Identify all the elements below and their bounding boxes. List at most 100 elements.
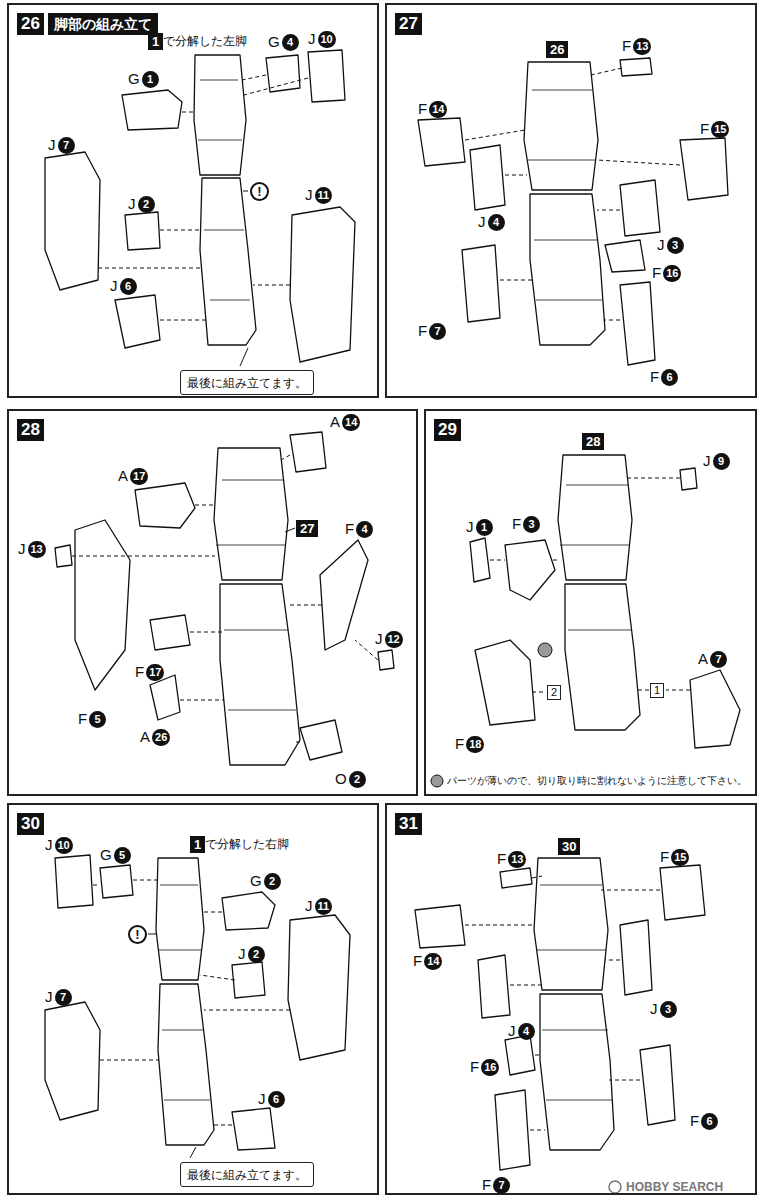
assembly-line: [200, 80, 238, 81]
part-outline: [290, 207, 355, 362]
part-number: 7: [493, 1177, 510, 1194]
part-number: 13: [28, 541, 46, 558]
part-outline: [620, 58, 652, 76]
part-label: G4: [268, 33, 299, 51]
assembly-line: [536, 300, 602, 301]
step-header: 29: [434, 419, 461, 441]
part-label: J2: [128, 195, 155, 213]
step-figure: [45, 50, 355, 366]
assembly-line: [204, 230, 244, 231]
part-label: F13: [622, 37, 651, 55]
part-outline: [505, 540, 555, 600]
part-number: 16: [481, 1059, 499, 1076]
part-label: F7: [482, 1176, 510, 1194]
part-outline: [660, 865, 705, 920]
assembly-line: [253, 285, 290, 286]
part-number: 12: [385, 631, 403, 648]
caution-mark: !: [128, 925, 147, 944]
assembly-line: [553, 560, 560, 561]
part-label: J7: [45, 988, 72, 1006]
part-outline: [462, 245, 500, 322]
reference-number: 26: [546, 41, 568, 58]
assembly-line: [216, 545, 286, 546]
part-label: F13: [497, 850, 526, 868]
assembly-line: [597, 210, 620, 211]
assembly-line: [510, 985, 541, 986]
part-outline: [524, 62, 598, 190]
source-note: で分解した左脚: [163, 33, 247, 50]
assembly-line: [535, 1055, 542, 1056]
part-outline: [308, 50, 345, 102]
part-number: 9: [713, 453, 730, 470]
assembly-line: [532, 90, 592, 91]
step-panel: 28: [7, 409, 418, 796]
assembly-line: [568, 630, 632, 631]
assembly-line: [243, 191, 248, 192]
step-figure: [431, 455, 740, 787]
part-outline: [534, 858, 608, 990]
part-label: F17: [135, 663, 164, 681]
part-label: F6: [650, 368, 678, 386]
part-number: 2: [349, 771, 366, 788]
part-label: F5: [78, 710, 106, 728]
part-outline: [558, 455, 632, 580]
part-outline: [122, 90, 182, 130]
step-number: 30: [17, 813, 44, 835]
part-label: F14: [418, 100, 447, 118]
assembly-line: [160, 885, 198, 886]
step-number: 28: [17, 419, 44, 441]
part-number: 6: [661, 369, 678, 386]
part-label: F18: [455, 735, 484, 753]
part-number: 14: [424, 953, 442, 970]
caution-mark: !: [250, 182, 269, 201]
part-label: J1: [466, 518, 493, 536]
assembly-line: [534, 240, 598, 241]
part-label: J11: [305, 897, 332, 915]
assembly-line: [198, 140, 242, 141]
order-number: 1: [650, 683, 664, 698]
reference-number: 28: [582, 433, 604, 450]
part-outline: [680, 468, 697, 490]
part-outline: [415, 905, 465, 948]
assembly-line: [210, 300, 250, 301]
part-number: 13: [508, 851, 526, 868]
assembly-line: [204, 1010, 290, 1011]
assembly-line: [100, 1060, 159, 1061]
assembly-line: [180, 700, 224, 701]
part-label: G2: [250, 872, 281, 890]
part-number: 4: [488, 214, 505, 231]
assembly-line: [591, 68, 622, 75]
part-label: A14: [330, 413, 360, 431]
part-outline: [540, 994, 614, 1150]
mark-icon: [538, 643, 552, 657]
assembly-line: [228, 710, 296, 711]
part-outline: [690, 670, 740, 748]
part-label: F7: [418, 322, 446, 340]
reference-number: 30: [558, 838, 580, 855]
part-label: F15: [660, 848, 689, 866]
assembly-line: [182, 112, 194, 113]
part-number: 7: [58, 137, 75, 154]
assembly-line: [98, 268, 202, 269]
part-outline: [55, 545, 72, 567]
part-outline: [158, 984, 214, 1145]
assembly-line: [190, 632, 222, 633]
part-outline: [194, 55, 246, 175]
part-number: 17: [130, 468, 148, 485]
assembly-line: [465, 925, 535, 926]
assembly-line: [164, 1100, 210, 1101]
part-number: 15: [711, 121, 729, 138]
step-number: 29: [434, 419, 461, 441]
part-number: 4: [518, 1023, 535, 1040]
assembly-line: [605, 960, 620, 961]
part-outline: [220, 584, 300, 765]
part-number: 6: [268, 1091, 285, 1108]
assembly-line: [289, 605, 322, 606]
assembly-line: [93, 885, 100, 886]
assembly-line: [200, 975, 235, 980]
part-outline: [135, 483, 195, 528]
part-label: F6: [690, 1112, 718, 1130]
part-outline: [200, 178, 256, 345]
